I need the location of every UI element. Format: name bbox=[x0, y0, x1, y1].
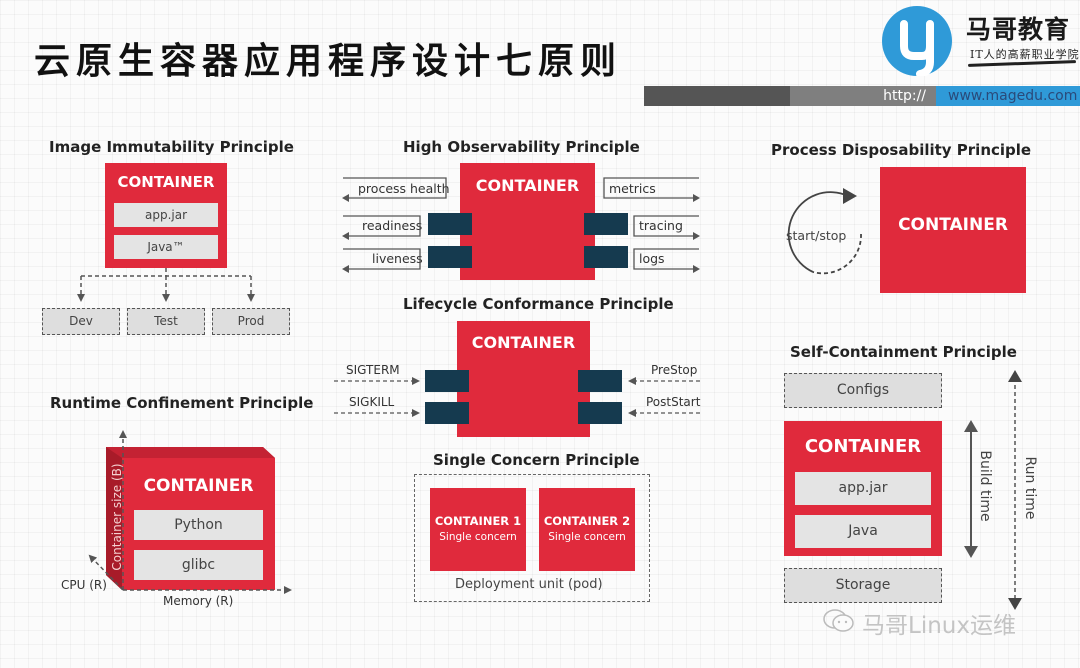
axis-container-size-label: Container size (B) bbox=[110, 463, 124, 571]
process-disposability-container: CONTAINER bbox=[880, 167, 1026, 293]
signal-sigterm: SIGTERM bbox=[346, 363, 400, 377]
output-tracing: tracing bbox=[639, 218, 683, 233]
single-concern-title: Single Concern Principle bbox=[433, 451, 640, 469]
lifecycle-conformance-container: CONTAINER bbox=[457, 321, 590, 437]
url-link[interactable]: www.magedu.com bbox=[936, 86, 1080, 106]
output-readiness: readiness bbox=[362, 218, 423, 233]
page-title: 云原生容器应用程序设计七原则 bbox=[34, 40, 623, 82]
pod-label: Deployment unit (pod) bbox=[455, 577, 603, 592]
build-time-label: Build time bbox=[977, 450, 993, 522]
container-label: CONTAINER bbox=[143, 476, 254, 496]
layer-app-jar: app.jar bbox=[114, 203, 218, 227]
url-bar: http:// www.magedu.com bbox=[644, 86, 1080, 106]
high-observability-container: CONTAINER bbox=[460, 163, 595, 280]
build-time-arrow bbox=[964, 420, 978, 558]
runtime-confinement-title: Runtime Confinement Principle bbox=[50, 394, 314, 412]
output-metrics: metrics bbox=[609, 181, 656, 196]
container-label: CONTAINER bbox=[898, 215, 1008, 235]
run-time-arrow bbox=[1008, 370, 1022, 610]
liveness-port bbox=[428, 246, 472, 268]
magedu-logo-icon bbox=[882, 6, 952, 76]
container-label: CONTAINER bbox=[804, 436, 922, 457]
container-2-subtitle: Single concern bbox=[548, 531, 626, 543]
brand-name: 马哥教育 bbox=[966, 15, 1071, 44]
self-containment-container: CONTAINER app.jar Java bbox=[784, 421, 942, 556]
pod-boundary bbox=[414, 474, 650, 602]
runtime-confinement-container: CONTAINER Python glibc bbox=[122, 458, 275, 590]
output-liveness: liveness bbox=[372, 251, 423, 266]
layer-java: Java bbox=[795, 515, 931, 548]
readiness-port bbox=[428, 213, 472, 235]
environment-fanout-arrows bbox=[77, 268, 255, 302]
brand-slogan: IT人的高薪职业学院 bbox=[970, 48, 1080, 61]
start-stop-label: start/stop bbox=[786, 228, 847, 243]
container-1-label: CONTAINER 1 bbox=[434, 514, 522, 528]
image-immutability-container: CONTAINER app.jar Java™ bbox=[105, 163, 227, 268]
layer-app-jar: app.jar bbox=[795, 472, 931, 505]
output-process-health: process health bbox=[358, 181, 450, 196]
image-immutability-title: Image Immutability Principle bbox=[49, 138, 294, 156]
sigterm-port bbox=[425, 370, 469, 392]
wechat-icon bbox=[822, 608, 856, 634]
hook-prestop: PreStop bbox=[651, 363, 698, 377]
container-2-label: CONTAINER 2 bbox=[543, 514, 631, 528]
process-disposability-title: Process Disposability Principle bbox=[771, 141, 1032, 159]
axis-cpu-label: CPU (R) bbox=[61, 578, 107, 592]
cycle-arrowhead bbox=[843, 188, 857, 204]
sigkill-port bbox=[425, 402, 469, 424]
layer-java: Java™ bbox=[114, 235, 218, 259]
prestop-port bbox=[578, 370, 622, 392]
axis-memory-label: Memory (R) bbox=[163, 594, 234, 608]
url-prefix: http:// bbox=[790, 86, 936, 106]
run-time-label: Run time bbox=[1022, 456, 1038, 520]
output-logs: logs bbox=[639, 251, 665, 266]
logs-port bbox=[584, 246, 628, 268]
storage-box: Storage bbox=[784, 568, 942, 603]
signal-sigkill: SIGKILL bbox=[349, 395, 395, 409]
container-label: CONTAINER bbox=[471, 333, 576, 352]
self-containment-title: Self-Containment Principle bbox=[790, 343, 1017, 361]
poststart-port bbox=[578, 402, 622, 424]
watermark-text: 马哥Linux运维 bbox=[862, 613, 1016, 639]
lifecycle-conformance-title: Lifecycle Conformance Principle bbox=[403, 295, 674, 313]
container-1: CONTAINER 1 Single concern bbox=[430, 488, 526, 571]
container-2: CONTAINER 2 Single concern bbox=[539, 488, 635, 571]
container-label: CONTAINER bbox=[117, 173, 215, 191]
url-bar-dark-segment bbox=[644, 86, 790, 106]
env-dev: Dev bbox=[42, 308, 120, 335]
container-1-subtitle: Single concern bbox=[439, 531, 517, 543]
container-label: CONTAINER bbox=[475, 176, 580, 195]
layer-glibc: glibc bbox=[134, 550, 263, 580]
layer-python: Python bbox=[134, 510, 263, 540]
env-prod: Prod bbox=[212, 308, 290, 335]
hook-poststart: PostStart bbox=[646, 395, 701, 409]
high-observability-title: High Observability Principle bbox=[403, 138, 640, 156]
env-test: Test bbox=[127, 308, 205, 335]
configs-box: Configs bbox=[784, 373, 942, 408]
tracing-port bbox=[584, 213, 628, 235]
